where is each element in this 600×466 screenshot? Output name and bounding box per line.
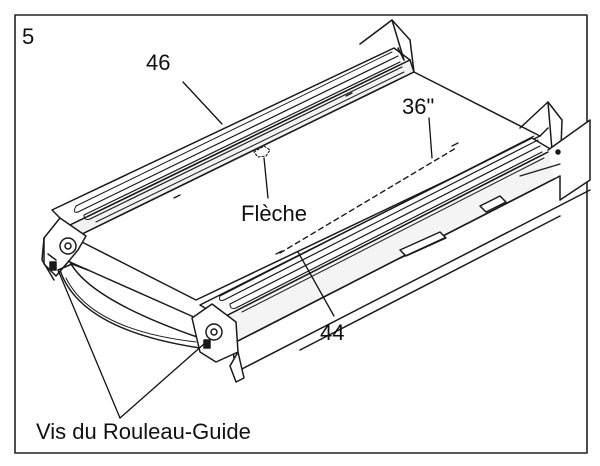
step-number: 5: [22, 24, 35, 49]
figure-border: [14, 14, 588, 454]
callout-46: 46: [146, 50, 171, 75]
rear-frame-upper: [359, 19, 415, 73]
walking-belt: [59, 71, 541, 349]
belt-arrow-mark: [253, 145, 271, 158]
left-roller-bracket: [41, 217, 89, 281]
measurement-dashed-line: [279, 147, 457, 254]
callout-idler-screws: Vis du Rouleau-Guide: [36, 419, 251, 444]
rear-frame-right: [519, 101, 591, 201]
callout-44: 44: [320, 320, 345, 345]
right-roller-bracket: [191, 303, 245, 383]
callout-arrow: Flèche: [241, 201, 308, 226]
callout-36-inch: 36": [402, 94, 435, 119]
frame-side: [231, 163, 591, 373]
leader-lines: [57, 81, 433, 419]
